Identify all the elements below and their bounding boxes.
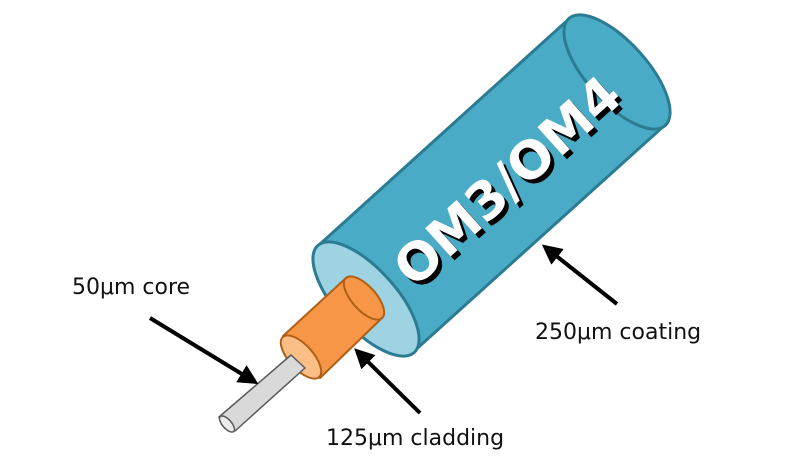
cladding-label: 125μm cladding — [326, 426, 505, 451]
core-cylinder — [218, 354, 306, 433]
cladding-far-end — [342, 275, 386, 321]
cladding-arrow — [354, 348, 422, 415]
coating-arrow — [541, 244, 619, 306]
cladding-cylinder — [279, 275, 386, 380]
coating-label: 250μm coating — [535, 320, 702, 345]
coating-far-end — [562, 13, 672, 131]
core-label: 50μm core — [72, 275, 191, 300]
core-arrow — [148, 316, 259, 385]
core-end-face — [218, 415, 236, 433]
